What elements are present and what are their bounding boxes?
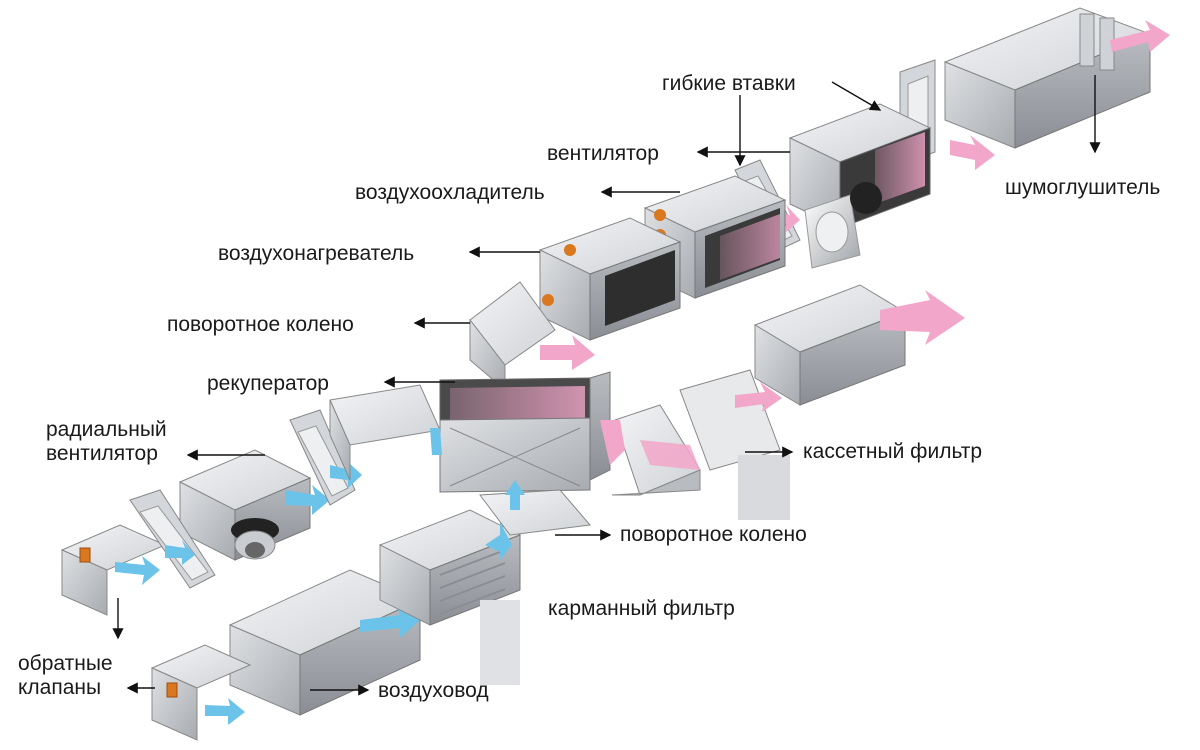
exhaust-flow-arrow [950, 135, 995, 170]
label-fan: вентилятор [547, 142, 659, 165]
label-pocket-filter: карманный фильтр [548, 597, 735, 620]
air-cooler-unit [643, 175, 787, 299]
label-turning-elbow-bottom: поворотное колено [620, 523, 807, 546]
label-flexible-inserts: гибкие втавки [662, 72, 796, 95]
radial-fan-unit [178, 449, 330, 561]
fan-unit [788, 103, 932, 269]
leader-lines [112, 75, 1101, 696]
check-valve-upper [60, 524, 167, 616]
pocket-filter-unit [378, 509, 522, 685]
cassette-filter-unit [611, 284, 965, 520]
label-check-valves: обратные клапаны [18, 652, 113, 699]
flexible-insert-lower [289, 409, 362, 506]
silencer-unit [943, 7, 1170, 149]
label-radial-fan: радиальный вентилятор [46, 418, 167, 465]
label-cassette-filter: кассетный фильтр [803, 440, 983, 463]
turning-elbow-top [469, 281, 595, 392]
turning-elbow-bottom [479, 480, 591, 536]
recuperator-intake-elbow [329, 384, 442, 481]
label-air-heater: воздухонагреватель [218, 242, 415, 265]
flexible-insert-left [129, 489, 216, 589]
check-valve-lower [150, 644, 252, 741]
label-turning-elbow-top: поворотное колено [167, 313, 354, 336]
label-air-duct: воздуховод [378, 679, 489, 702]
recuperator-unit [439, 371, 611, 493]
exhaust-flow-arrow [600, 420, 625, 465]
label-air-cooler: воздухоохладитель [355, 181, 545, 204]
air-heater-unit [538, 217, 682, 341]
label-silencer: шумоглушитель [1005, 176, 1161, 199]
label-recuperator: рекуператор [207, 372, 329, 395]
